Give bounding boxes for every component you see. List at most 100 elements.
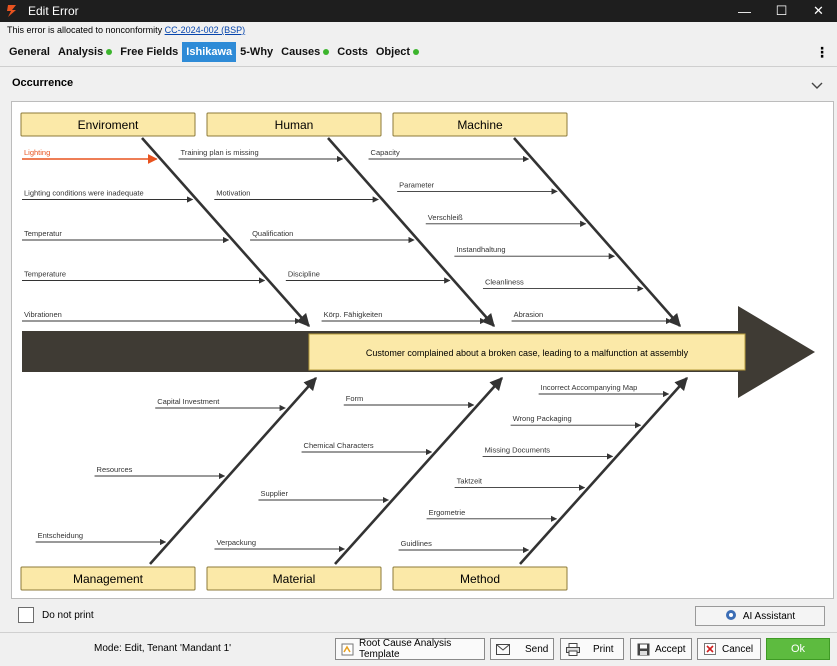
cause-label[interactable]: Verschleiß: [428, 213, 463, 222]
category-box-enviroment[interactable]: [20, 112, 196, 137]
tab-label: General: [9, 46, 50, 58]
main-bone-material: [334, 377, 503, 565]
cause-label[interactable]: Instandhaltung: [456, 245, 505, 254]
main-bone-human: [327, 137, 495, 327]
status-dot-icon: [106, 49, 113, 55]
cause-label[interactable]: Ergometrie: [429, 508, 466, 517]
printer-icon: [566, 642, 580, 656]
close-icon[interactable]: ✕: [813, 3, 824, 18]
print-label: Print: [593, 643, 614, 655]
category-box-material[interactable]: [206, 566, 382, 591]
accept-label: Accept: [655, 643, 686, 655]
problem-box[interactable]: [308, 333, 746, 371]
ok-button[interactable]: Ok: [766, 638, 830, 660]
cause-label[interactable]: Lighting: [24, 148, 50, 157]
print-button[interactable]: Print: [560, 638, 624, 660]
category-label-enviroment: Enviroment: [78, 118, 139, 132]
envelope-icon: [496, 642, 510, 656]
tab-costs[interactable]: Costs: [333, 42, 372, 62]
cause-label[interactable]: Chemical Characters: [304, 441, 374, 450]
minimize-icon[interactable]: —: [738, 3, 751, 19]
do-not-print-row: Do not print: [18, 607, 94, 623]
category-box-machine[interactable]: [392, 112, 568, 137]
mode-status: Mode: Edit, Tenant 'Mandant 1': [94, 643, 232, 654]
allocation-info: This error is allocated to nonconformity…: [7, 25, 245, 35]
cause-label[interactable]: Guidlines: [401, 539, 433, 548]
cause-label[interactable]: Abrasion: [514, 310, 544, 319]
cause-label[interactable]: Discipline: [288, 270, 320, 279]
cause-label[interactable]: Capacity: [371, 148, 400, 157]
save-icon: [636, 642, 650, 656]
tab-object[interactable]: Object: [372, 42, 423, 62]
tab-label: Causes: [281, 46, 321, 58]
category-label-material: Material: [273, 572, 316, 586]
accept-button[interactable]: Accept: [630, 638, 692, 660]
cause-label[interactable]: Parameter: [399, 180, 435, 189]
main-bone-management: [149, 377, 317, 565]
send-label: Send: [525, 643, 549, 655]
tab-label: Analysis: [57, 46, 104, 58]
main-bone-enviroment: [141, 137, 310, 327]
cause-label[interactable]: Körp. Fähigkeiten: [324, 310, 383, 319]
tab-free-fields[interactable]: Free Fields: [116, 42, 182, 62]
cause-label[interactable]: Taktzeit: [457, 477, 483, 486]
cause-label[interactable]: Vibrationen: [24, 310, 62, 319]
title-bar: Edit Error — ☐ ✕: [0, 0, 837, 22]
nonconformity-link[interactable]: CC-2024-002 (BSP): [164, 25, 246, 35]
tab-label: Free Fields: [120, 46, 179, 58]
maximize-icon[interactable]: ☐: [775, 3, 788, 18]
cancel-icon: [703, 642, 717, 656]
ai-assistant-button[interactable]: AI Assistant: [695, 606, 825, 626]
main-bone-method: [519, 377, 688, 565]
tab-label: 5-Why: [240, 46, 274, 58]
category-box-method[interactable]: [392, 566, 568, 591]
cause-label[interactable]: Resources: [97, 465, 133, 474]
tab-ishikawa[interactable]: Ishikawa: [182, 42, 237, 62]
app-logo-icon: [6, 0, 26, 22]
divider: [0, 66, 837, 67]
category-box-human[interactable]: [206, 112, 382, 137]
cause-label[interactable]: Lighting conditions were inadequate: [24, 189, 144, 198]
tab-bar: General Analysis Free Fields Ishikawa 5-Why C…: [5, 42, 423, 62]
category-label-method: Method: [460, 572, 500, 586]
chevron-down-icon[interactable]: [811, 77, 823, 95]
cause-label[interactable]: Supplier: [260, 489, 288, 498]
do-not-print-checkbox[interactable]: [18, 607, 34, 623]
cause-label[interactable]: Form: [346, 394, 364, 403]
cancel-label: Cancel: [722, 643, 754, 655]
section-title: Occurrence: [12, 77, 74, 89]
more-options-icon[interactable]: ⋮: [815, 44, 829, 60]
cause-label[interactable]: Cleanliness: [485, 278, 524, 287]
fishbone-svg: Customer complained about a broken case,…: [20, 112, 815, 591]
cause-label[interactable]: Training plan is missing: [181, 148, 259, 157]
cause-label[interactable]: Temperature: [24, 270, 66, 279]
window-title: Edit Error: [28, 4, 79, 18]
cause-label[interactable]: Motivation: [216, 189, 250, 198]
tab-label: Ishikawa: [186, 46, 233, 58]
cause-label[interactable]: Qualification: [252, 229, 293, 238]
send-button[interactable]: Send: [490, 638, 554, 660]
cause-label[interactable]: Capital Investment: [157, 397, 220, 406]
cancel-button[interactable]: Cancel: [697, 638, 761, 660]
cause-label[interactable]: Verpackung: [216, 538, 256, 547]
ai-assistant-label: AI Assistant: [742, 610, 796, 622]
cause-label[interactable]: Temperatur: [24, 229, 62, 238]
tab-label: Object: [375, 46, 411, 58]
cause-label[interactable]: Incorrect Accompanying Map: [541, 383, 638, 392]
cause-label[interactable]: Missing Documents: [485, 445, 551, 454]
category-label-machine: Machine: [457, 118, 503, 132]
ai-assistant-icon: [725, 609, 737, 624]
category-box-management[interactable]: [20, 566, 196, 591]
tab-general[interactable]: General: [5, 42, 54, 62]
do-not-print-label: Do not print: [42, 609, 94, 621]
cause-label[interactable]: Wrong Packaging: [513, 414, 572, 423]
tab-analysis[interactable]: Analysis: [54, 42, 116, 62]
cause-label[interactable]: Entscheidung: [38, 531, 83, 540]
ishikawa-diagram: Customer complained about a broken case,…: [11, 101, 834, 599]
main-bone-machine: [513, 137, 681, 327]
tab-causes[interactable]: Causes: [277, 42, 333, 62]
root-cause-template-button[interactable]: Root Cause Analysis Template: [335, 638, 485, 660]
status-dot-icon: [323, 49, 330, 55]
tab-5-why[interactable]: 5-Why: [236, 42, 277, 62]
category-label-human: Human: [275, 118, 314, 132]
